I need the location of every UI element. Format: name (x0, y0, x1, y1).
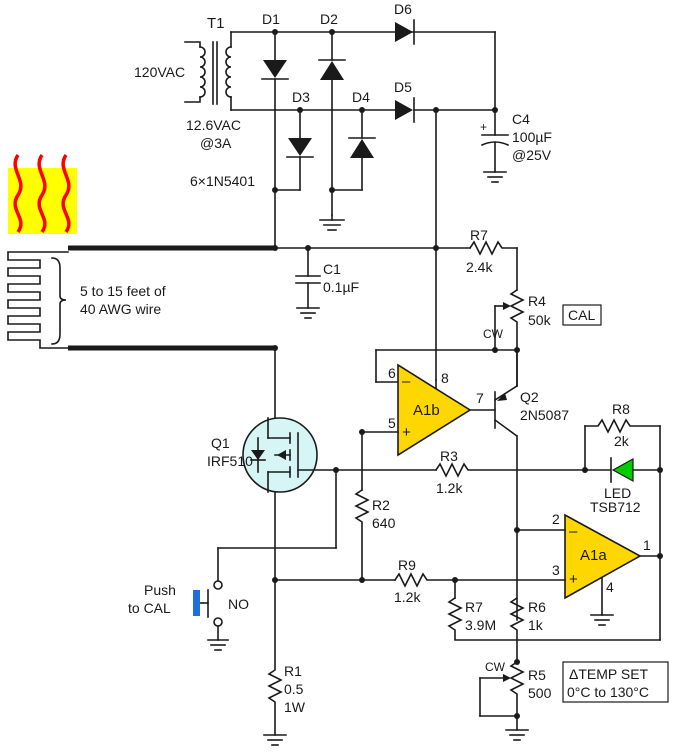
d2-ref: D2 (320, 11, 338, 27)
a1a-pin2: 2 (552, 511, 560, 527)
q2-ref: Q2 (520, 389, 539, 405)
c1-ref: C1 (323, 261, 341, 277)
resistor-r9 (393, 572, 456, 588)
diode-d4 (331, 109, 376, 191)
diode-d1 (261, 31, 289, 111)
push-label-2: to CAL (128, 600, 171, 616)
r9-ref: R9 (398, 557, 416, 573)
a1a-part: TSB712 (590, 499, 641, 515)
r6-value: 1k (528, 617, 544, 633)
resistor-r3 (434, 462, 586, 478)
diode-d3 (274, 109, 314, 191)
a1b-pin8: 8 (441, 370, 449, 386)
r4-value: 50k (528, 312, 552, 328)
opamp-a1b: – + (397, 363, 496, 457)
opamp-a1a: – + (454, 513, 661, 626)
c1-value: 0.1µF (323, 279, 359, 295)
resistor-r7-top (468, 240, 518, 291)
ground-bridge-icon (319, 214, 345, 231)
r3-ref: R3 (440, 448, 458, 464)
r7-bottom-value: 3.9M (465, 617, 496, 633)
a1a-pin1: 1 (643, 537, 651, 553)
r5-tag-box (562, 661, 669, 703)
t1-primary: 120VAC (134, 64, 185, 80)
r4-ref: R4 (528, 293, 546, 309)
t1-secondary: 12.6VAC (186, 117, 241, 133)
resistor-r8 (584, 418, 661, 641)
r5-cw: CW (485, 660, 506, 674)
push-label-1: Push (144, 582, 176, 598)
a1a-pin3: 3 (552, 562, 560, 578)
a1b-pin5: 5 (388, 415, 396, 431)
r5-value: 500 (528, 685, 552, 701)
r2-value: 640 (372, 515, 396, 531)
r2-ref: R2 (372, 497, 390, 513)
r8-ref: R8 (612, 401, 630, 417)
q1-ref: Q1 (211, 435, 230, 451)
q1-part: IRF510 (207, 453, 253, 469)
r4-tag: CAL (568, 307, 595, 323)
r7-top-ref: R7 (470, 227, 488, 243)
r1-ref: R1 (284, 663, 302, 679)
r5-ref: R5 (528, 667, 546, 683)
r8-value: 2k (614, 433, 630, 449)
r4-tag-box (562, 304, 602, 326)
r1-rating: 1W (284, 699, 306, 715)
d6-ref: D6 (394, 1, 412, 17)
led-label: LED (604, 485, 631, 501)
r6-ref: R6 (528, 599, 546, 615)
d5-ref: D5 (394, 79, 412, 95)
resistor-r2 (354, 488, 370, 581)
heater-wire-label-1: 5 to 15 feet of (80, 283, 166, 299)
pushbutton-switch (197, 580, 229, 651)
junction-dots (272, 29, 663, 719)
led-icon (584, 457, 661, 483)
d4-ref: D4 (352, 89, 370, 105)
potentiometer-r4 (494, 288, 525, 386)
heater-wire-label-2: 40 AWG wire (80, 301, 161, 317)
d1-ref: D1 (262, 11, 280, 27)
a1a-pin4: 4 (606, 579, 614, 595)
c4-value: 100µF (512, 129, 552, 145)
r7-bottom-ref: R7 (465, 599, 483, 615)
c4-ref: C4 (512, 111, 530, 127)
svg-text:–: – (569, 523, 578, 540)
q2-part: 2N5087 (520, 407, 569, 423)
r5-tag-1: ΔTEMP SET (569, 666, 649, 682)
pushbutton-cap[interactable] (193, 590, 200, 616)
d3-ref: D3 (292, 89, 310, 105)
r5-tag-2: 0°C to 130°C (567, 684, 649, 700)
diode-d6 (395, 19, 415, 45)
a1b-pin6: 6 (388, 365, 396, 381)
t1-ref: T1 (207, 15, 225, 32)
r1-value: 0.5 (284, 681, 304, 697)
r3-value: 1.2k (436, 480, 463, 496)
svg-text:+: + (569, 571, 578, 588)
a1b-pin7: 7 (476, 390, 484, 406)
svg-text:+: + (480, 120, 487, 134)
r4-cw: CW (483, 327, 504, 341)
r9-value: 1.2k (394, 589, 421, 605)
resistor-r6 (509, 596, 525, 663)
push-contact: NO (228, 596, 249, 612)
resistor-r1 (263, 579, 287, 746)
bridge-part: 6×1N5401 (190, 173, 255, 189)
r7-top-value: 2.4k (466, 259, 493, 275)
potentiometer-r5 (479, 660, 529, 741)
svg-text:–: – (402, 373, 411, 390)
capacitor-c4: + (480, 109, 510, 183)
heater-icon (8, 154, 77, 234)
mosfet-q1 (242, 347, 337, 581)
a1a-ref: A1a (580, 547, 607, 564)
heater-wire (7, 245, 275, 351)
diode-d5 (395, 97, 496, 123)
transformer-t1 (184, 31, 496, 111)
a1b-ref: A1b (413, 402, 440, 419)
svg-text:+: + (402, 424, 411, 441)
t1-rating: @3A (200, 135, 232, 151)
capacitor-c1 (295, 247, 321, 319)
c4-rating: @25V (512, 147, 552, 163)
